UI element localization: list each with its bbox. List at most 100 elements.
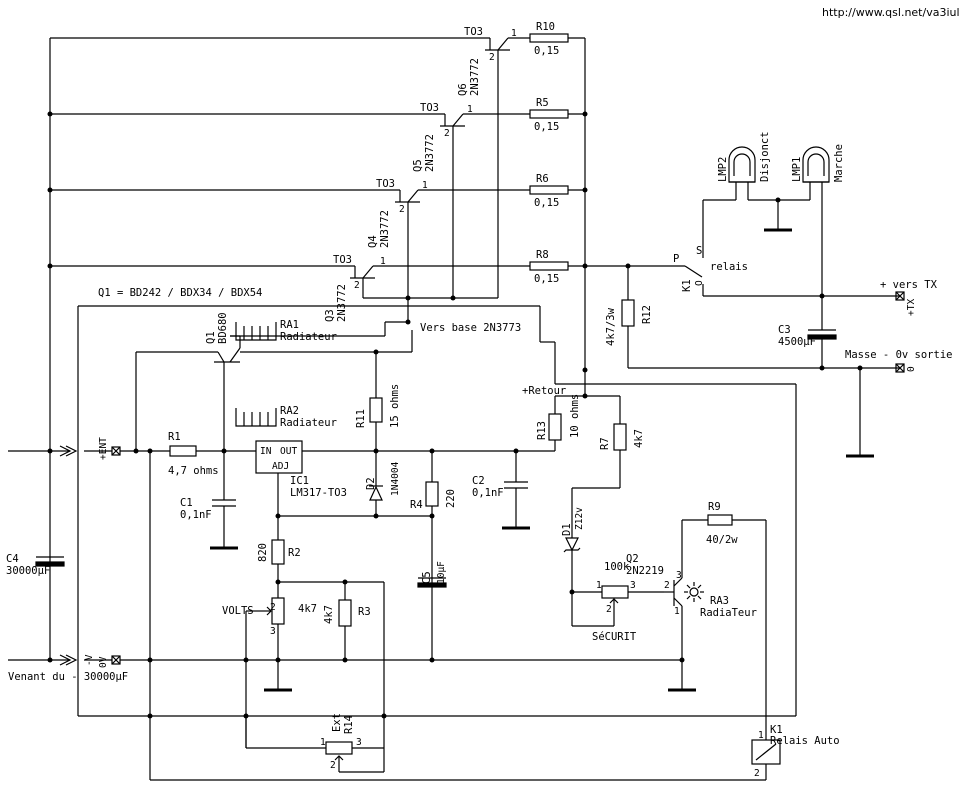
r14-pin3: 3 [356,737,362,748]
c1-value: 0,1nF [180,509,212,521]
q4-pin1: 1 [422,180,428,191]
resistor-r13: R13 10 ohms [536,394,585,451]
output-section: P S relais K1 O LMP2 Disjonct LMP1 M [585,131,952,458]
relay-p: P [673,253,679,265]
q5-pkg: TO3 [420,102,439,114]
relay-label: relais [710,261,748,273]
relay-s: S [696,245,702,257]
lmp1-label: Marche [833,144,845,182]
r13-value: 10 ohms [569,394,581,438]
q6-pin1: 1 [511,28,517,39]
volts-label: VOLTS [222,605,254,617]
transistor-q5: TO3 1 2 Q5 2N3772 [412,102,530,298]
q1-part: BD680 [217,312,229,344]
c3-value: 4500µF [778,336,816,348]
resistor-r7: R7 4k7 [571,395,645,534]
capacitor-c2: C2 0,1nF [472,451,530,530]
r14-pin1: 1 [320,737,326,748]
pot-sec-label: SéCURIT [592,631,637,643]
r14-ref: R14 [343,715,355,734]
resistor-r1: R1 4,7 ohms [168,431,256,477]
r3-ref: R3 [358,606,371,618]
d1-value: Z12v [574,507,585,530]
r6-value: 0,15 [534,197,559,209]
q4-part: 2N3772 [379,210,391,248]
ground-terminal [895,363,905,373]
q2-pin2: 2 [664,580,670,591]
masse-label: Masse - 0v sortie [845,349,952,361]
venant-label: Venant du - 30000µF [8,671,128,683]
r10-ref: R10 [536,21,555,33]
c5-ref: C5 [421,571,433,584]
minus-v-label: -V [84,654,95,666]
r8-ref: R8 [536,249,549,261]
capacitor-c3: C3 4500µF [778,324,837,368]
r14-pin2: 2 [330,760,336,771]
q5-pin2: 2 [444,128,450,139]
ra3-ref: RA3 [710,595,729,607]
c4-ref: C4 [6,553,19,565]
r1-ref: R1 [168,431,181,443]
plus-tx-label: +TX [906,299,917,316]
ra2-ref: RA2 [280,405,299,417]
pot-sec-value: 100k [604,561,630,573]
pot-sec-pin1: 1 [596,580,602,591]
q3-part: 2N3772 [336,284,348,322]
vers-base-label: Vers base 2N3773 [420,322,521,334]
q6-ref: Q6 [457,83,469,96]
transistor-q6: TO3 1 2 Q6 2N3772 [457,26,530,298]
resistor-r4: R4 220 [410,451,457,660]
ent-label: +ENT [98,437,109,460]
k1-coil-pin1: 1 [758,730,764,741]
d1-ref: D1 [561,523,573,536]
transistor-bank: TO3 1 2 Q6 2N3772 TO3 1 2 Q5 2N3772 TO3 [47,21,588,660]
heatsink-ra2: RA2 Radiateur [235,405,337,429]
d2-ref: D2 [365,477,377,490]
volts-pin2: 2 [270,602,276,613]
regulator-ic1: IN OUT ADJ IC1 LM317-TO3 [255,440,347,516]
resistor-r2: R2 820 [257,516,301,582]
transistor-q1: Q1 BD680 [205,312,241,451]
r4-ref: R4 [410,499,423,511]
pot-sec-pin2: 2 [606,604,612,615]
q4-pin2: 2 [399,204,405,215]
source-url: http://www.qsl.net/va3iul [822,6,960,19]
q5-pin1: 1 [467,104,473,115]
volts-potentiometer: VOLTS 4k7 2 3 [222,582,317,748]
q1-note: Q1 = BD242 / BDX34 / BDX54 [98,287,262,299]
r2-ref: R2 [288,547,301,559]
resistor-r3: R3 4k7 [323,582,371,660]
capacitor-c1: C1 0,1nF [180,451,238,550]
potentiometer-r14: Ext R14 1 3 2 [243,713,385,773]
k1-coil-label: Relais Auto [770,735,840,747]
lamp-lmp2: LMP2 Disjonct [717,131,771,183]
q2-ref: Q2 [626,553,639,565]
vers-tx-label: + vers TX [880,279,938,291]
ra2-label: Radiateur [280,417,337,429]
ra3-label: RadiaTeur [700,607,757,619]
r12-ref: R12 [641,305,653,324]
c2-value: 0,1nF [472,487,504,499]
q4-ref: Q4 [367,235,379,248]
r2-value: 820 [257,543,269,562]
r11-value: 15 ohms [389,384,401,428]
volts-pin3: 3 [270,626,276,637]
r7-value: 4k7 [633,429,645,448]
k1-coil-pin2: 2 [754,768,760,779]
r5-value: 0,15 [534,121,559,133]
q6-part: 2N3772 [469,58,481,96]
d2-part: 1N4004 [390,461,401,496]
q3-pin1: 1 [380,256,386,267]
resistor-r12: 4k7/3w R12 [605,266,653,368]
relay-o: O [694,280,705,286]
zener-d1: D1 Z12v [561,507,585,626]
volts-value: 4k7 [298,603,317,615]
resistor-r11: R11 15 ohms [355,352,401,451]
c5-value: 10µF [436,561,447,584]
q5-part: 2N3772 [424,134,436,172]
r10-value: 0,15 [534,45,559,57]
q3-pkg: TO3 [333,254,352,266]
k1-coil-ref: K1 [770,724,783,736]
heatsink-ra3: RA3 RadiaTeur [684,582,757,619]
